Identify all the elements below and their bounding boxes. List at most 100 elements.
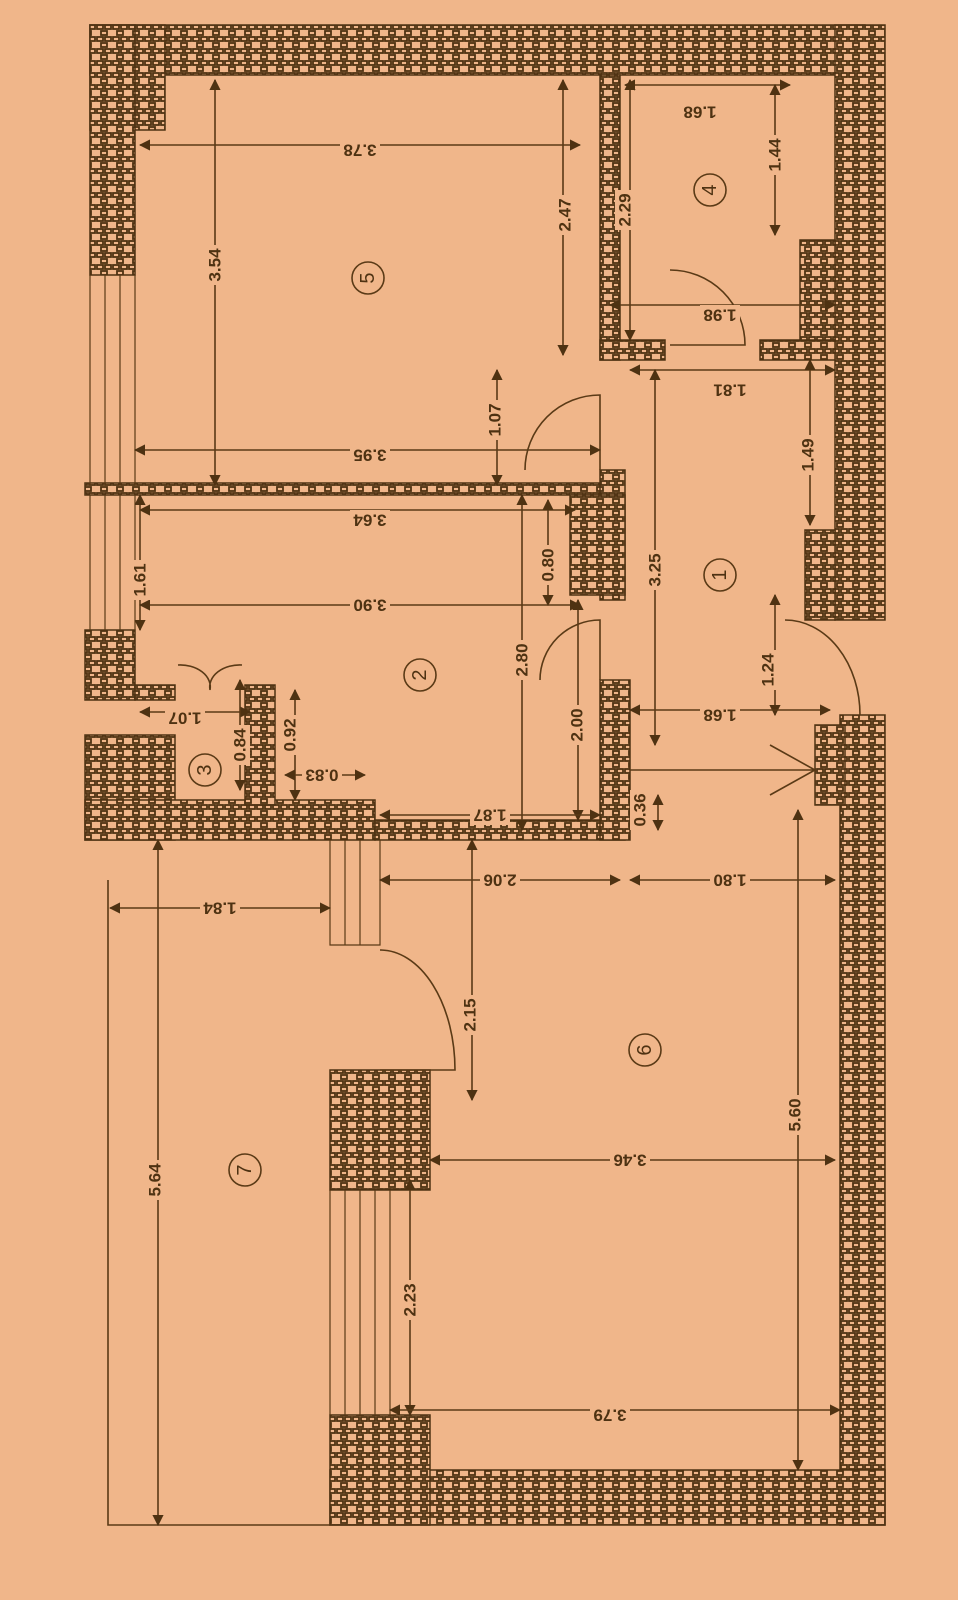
wall	[89, 24, 866, 76]
label-background	[350, 510, 390, 530]
wall	[329, 1069, 431, 1191]
dimension-label: 0.83	[305, 766, 338, 785]
label-background	[205, 245, 225, 285]
dimension-label: 0.36	[631, 793, 650, 826]
dimension-label: 1.68	[703, 706, 736, 725]
label-background	[538, 545, 558, 585]
door-swing	[784, 619, 861, 716]
dimension-labels: 3.781.681.442.292.473.541.981.071.813.95…	[130, 102, 818, 1425]
outer-boundary-line	[107, 880, 330, 1526]
label-background	[200, 898, 240, 918]
dimension-label: 3.79	[593, 1406, 626, 1425]
label-background	[480, 870, 520, 890]
label-background	[165, 708, 205, 728]
dimension-label: 2.00	[568, 708, 587, 741]
label-background	[340, 140, 380, 160]
label-background	[555, 195, 575, 235]
entrance-arrow	[630, 744, 817, 796]
label-background	[765, 135, 785, 175]
room-number-circle	[351, 261, 385, 295]
dimension-label: 3.46	[613, 1151, 646, 1170]
wall	[84, 799, 376, 841]
door-swing	[669, 269, 746, 346]
wall	[814, 724, 846, 806]
wall	[89, 24, 136, 276]
room-number-1: 1	[709, 569, 731, 580]
label-background	[615, 190, 635, 230]
dimension-label: 1.81	[713, 381, 746, 400]
room-number-5: 5	[357, 272, 379, 283]
dimension-label: 1.44	[766, 138, 785, 172]
label-background	[710, 380, 750, 400]
dimension-label: 5.60	[786, 1098, 805, 1131]
label-background	[302, 765, 342, 785]
label-background	[350, 595, 390, 615]
room-number-3: 3	[194, 764, 216, 775]
dimension-label: 2.29	[616, 193, 635, 226]
label-background	[700, 305, 740, 325]
dimension-label: 1.68	[683, 103, 716, 122]
dimension-label: 3.54	[206, 248, 225, 282]
label-background	[710, 870, 750, 890]
dimension-label: 1.98	[703, 306, 736, 325]
label-background	[645, 550, 665, 590]
wall	[804, 529, 836, 621]
label-background	[758, 650, 778, 690]
dimension-label: 1.61	[131, 563, 150, 596]
wall	[839, 714, 886, 1526]
dimension-label: 1.24	[759, 653, 778, 687]
label-background	[145, 1160, 165, 1200]
label-background	[512, 640, 532, 680]
label-background	[700, 705, 740, 725]
label-background	[567, 705, 587, 745]
dimension-label: 1.84	[203, 899, 237, 918]
dimension-label: 0.80	[539, 548, 558, 581]
room-numbers: 1 2 3 4 5 6 7	[188, 173, 737, 1187]
wall	[834, 24, 886, 621]
door-swing	[539, 619, 601, 681]
wall	[569, 494, 626, 596]
window	[329, 1190, 391, 1415]
dimension-label: 0.92	[281, 718, 300, 751]
label-background	[590, 1405, 630, 1425]
wall	[599, 679, 631, 841]
window	[89, 275, 136, 485]
dimension-label: 1.80	[713, 871, 746, 890]
dimension-label: 5.64	[146, 1163, 165, 1197]
room-number-circle	[693, 173, 727, 207]
dimension-label: 3.25	[646, 553, 665, 586]
label-background	[230, 725, 250, 765]
room-number-4: 4	[699, 184, 721, 195]
label-background	[630, 790, 650, 830]
wall	[599, 339, 666, 361]
label-background	[470, 805, 510, 825]
window	[89, 495, 136, 630]
wall	[759, 339, 836, 361]
room-number-6: 6	[634, 1044, 656, 1055]
room-number-circle	[228, 1153, 262, 1187]
room-number-7: 7	[234, 1164, 256, 1175]
dimension-label: 3.64	[353, 511, 387, 530]
room-number-2: 2	[409, 669, 431, 680]
door-swing	[379, 949, 456, 1071]
wall	[84, 482, 606, 496]
walls	[84, 24, 886, 1526]
dimension-label: 2.80	[513, 643, 532, 676]
windows	[89, 275, 391, 1526]
dimension-label: 2.47	[556, 198, 575, 231]
label-background	[350, 445, 390, 465]
wall	[329, 1414, 431, 1526]
dimension-label: 1.07	[486, 403, 505, 436]
room-number-circle	[703, 558, 737, 592]
label-background	[280, 715, 300, 755]
label-background	[130, 560, 150, 600]
wall	[799, 239, 836, 341]
wall	[84, 629, 136, 701]
label-background	[400, 1280, 420, 1320]
wall	[134, 684, 176, 701]
door-swing	[177, 664, 243, 691]
room-number-circle	[628, 1033, 662, 1067]
door-swing	[524, 394, 601, 471]
dimension-label: 2.06	[483, 871, 516, 890]
